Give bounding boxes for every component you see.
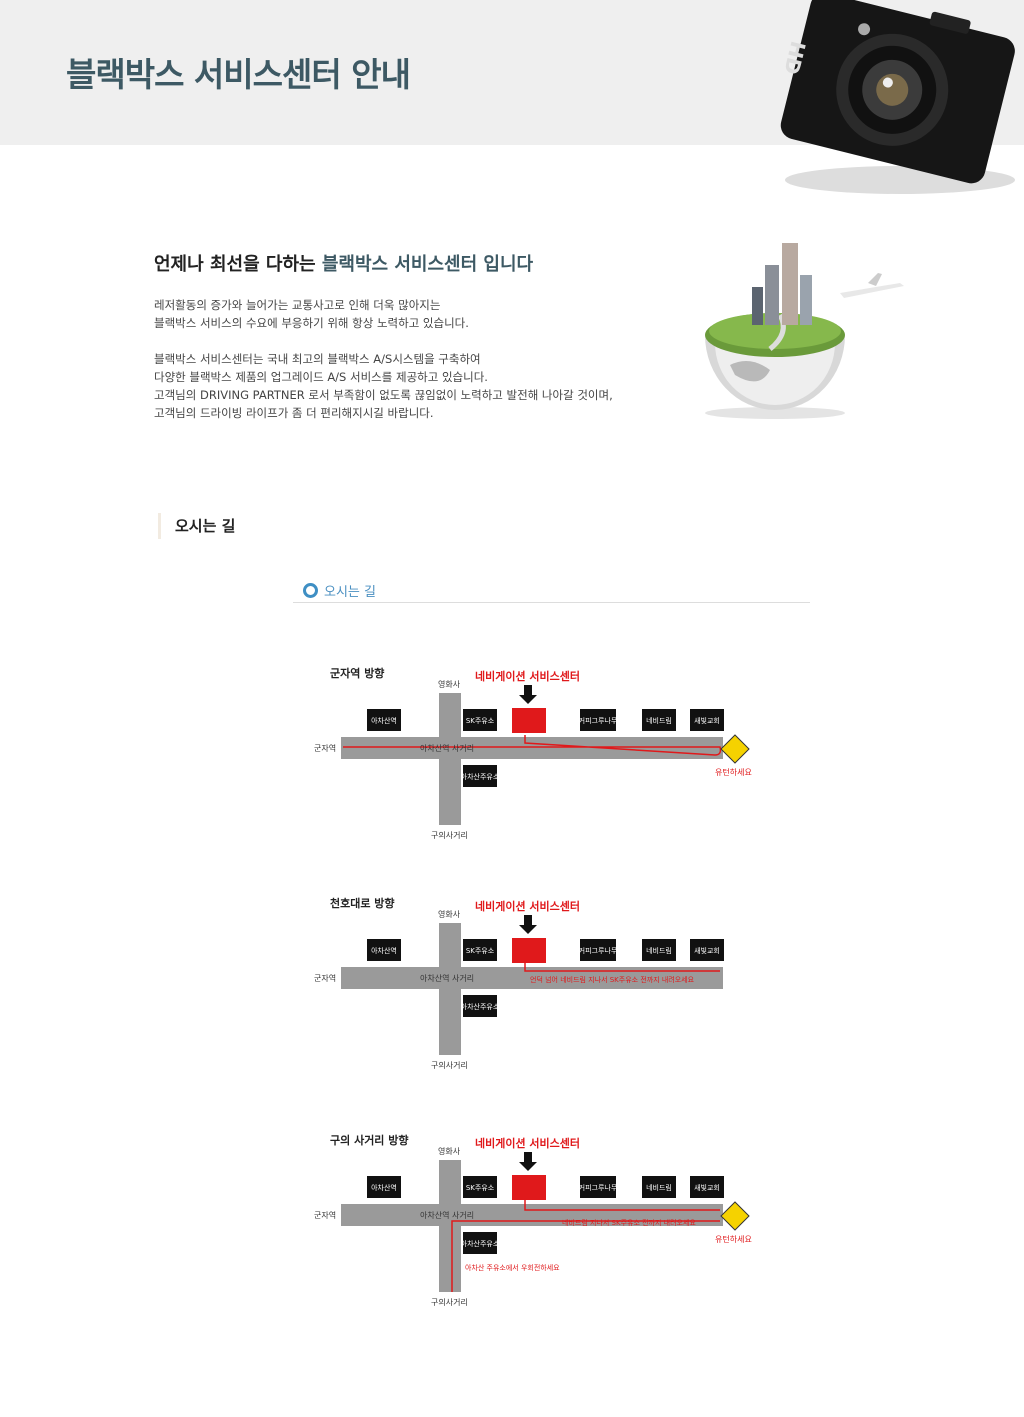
landmark-box: 아차산역 SK주유소 커피그루나무 네비드림 새빛교회 아차산주유소: [367, 1176, 724, 1254]
landmark-box: 아차산역 SK주유소 커피그루나무 네비드림 새빛교회 아차산주유소: [367, 939, 724, 1017]
route-note-2: 아차산 주유소에서 우회전하세요: [465, 1263, 560, 1272]
svg-text:네비드림: 네비드림: [646, 716, 672, 725]
service-center-marker: [512, 1175, 546, 1200]
map-title: 군자역 방향: [330, 666, 384, 680]
route-note: 네비드림 지나서 SK주유소 전까지 내려오세요: [562, 1218, 696, 1227]
intro-text: 레저활동의 증가와 늘어가는 교통사고로 인해 더욱 많아지는 블랙박스 서비스…: [154, 296, 674, 440]
intro-paragraph-2: 블랙박스 서비스센터는 국내 최고의 블랙박스 A/S시스템을 구축하여 다양한…: [154, 350, 674, 422]
intro-title: 언제나 최선을 다하는 블랙박스 서비스센터 입니다: [154, 250, 533, 276]
section-title: 오시는 길: [158, 513, 235, 539]
theater-label: 영화사: [438, 679, 461, 689]
intro-line: 고객님의 DRIVING PARTNER 로서 부족함이 없도록 끊임없이 노력…: [154, 388, 613, 402]
svg-text:SK주유소: SK주유소: [466, 947, 495, 955]
map-title: 구의 사거리 방향: [330, 1133, 409, 1147]
intersection-label: 아차산역 사거리: [420, 743, 474, 753]
intersection-label: 아차산역 사거리: [420, 973, 474, 983]
intro-line: 다양한 블랙박스 제품의 업그레이드 A/S 서비스를 제공하고 있습니다.: [154, 370, 488, 384]
page-title: 블랙박스 서비스센터 안내: [66, 55, 411, 94]
svg-text:SK주유소: SK주유소: [466, 1184, 495, 1192]
service-center-marker: [512, 708, 546, 733]
down-arrow-icon-head: [519, 925, 537, 934]
intro-line: 고객님의 드라이빙 라이프가 좀 더 편리해지시길 바랍니다.: [154, 406, 434, 420]
route-line: [451, 1200, 720, 1292]
uturn-sign-icon: [720, 1201, 750, 1231]
uturn-label: 유턴하세요: [715, 767, 752, 777]
theater-label: 영화사: [438, 909, 461, 919]
down-arrow-icon-head: [519, 1162, 537, 1171]
route-line: [343, 735, 722, 756]
service-center-label: 네비게이션 서비스센터: [475, 1136, 580, 1150]
directions-map-2: 천호대로 방향 영화사 네비게이션 서비스센터 아차산역 SK주유소 커피그루나…: [314, 896, 724, 1070]
station-label: 군자역: [314, 743, 336, 753]
intro-title-highlight: 블랙박스 서비스센터 입니다: [321, 254, 534, 275]
directions-subtitle-label: 오시는 길: [324, 585, 376, 600]
intro-line: 블랙박스 서비스의 수요에 부응하기 위해 항상 노력하고 있습니다.: [154, 316, 469, 330]
intro-title-prefix: 언제나 최선을 다하는: [154, 254, 316, 275]
svg-text:커피그루나무: 커피그루나무: [579, 716, 618, 725]
svg-text:아차산주유소: 아차산주유소: [461, 772, 500, 781]
service-center-label: 네비게이션 서비스센터: [475, 669, 580, 683]
bottom-label: 구의사거리: [431, 830, 468, 840]
intersection-label: 아차산역 사거리: [420, 1210, 474, 1220]
svg-text:커피그루나무: 커피그루나무: [579, 1183, 618, 1192]
svg-text:네비드림: 네비드림: [646, 946, 672, 955]
blackbox-camera-image: HD: [779, 0, 1015, 194]
svg-text:새빛교회: 새빛교회: [694, 1183, 720, 1192]
down-arrow-icon-head: [519, 695, 537, 704]
down-arrow-icon: [524, 1152, 532, 1162]
svg-text:아차산역: 아차산역: [371, 1183, 397, 1192]
svg-text:아차산역: 아차산역: [371, 716, 397, 725]
service-center-label: 네비게이션 서비스센터: [475, 899, 580, 913]
intro-line: 블랙박스 서비스센터는 국내 최고의 블랙박스 A/S시스템을 구축하여: [154, 352, 481, 366]
intro-line: 레저활동의 증가와 늘어가는 교통사고로 인해 더욱 많아지는: [154, 298, 441, 312]
road-horizontal: [341, 737, 723, 759]
bottom-label: 구의사거리: [431, 1060, 468, 1070]
circle-bullet-icon: [303, 583, 318, 598]
down-arrow-icon: [524, 685, 532, 695]
directions-map-1: 군자역 방향 영화사 네비게이션 서비스센터 아차산역 SK주유소 커피그루나무…: [314, 666, 752, 840]
station-label: 군자역: [314, 1210, 336, 1220]
map-title: 천호대로 방향: [330, 896, 395, 910]
uturn-sign-icon: [720, 734, 750, 764]
svg-text:새빛교회: 새빛교회: [694, 946, 720, 955]
intro-paragraph-1: 레저활동의 증가와 늘어가는 교통사고로 인해 더욱 많아지는 블랙박스 서비스…: [154, 296, 674, 332]
svg-text:아차산역: 아차산역: [371, 946, 397, 955]
svg-text:커피그루나무: 커피그루나무: [579, 946, 618, 955]
svg-text:아차산주유소: 아차산주유소: [461, 1002, 500, 1011]
service-center-marker: [512, 938, 546, 963]
svg-text:네비드림: 네비드림: [646, 1183, 672, 1192]
globe-city-illustration: [705, 243, 904, 419]
road-horizontal: [341, 967, 723, 989]
route-line: [524, 963, 720, 972]
directions-subtitle: 오시는 길: [293, 576, 810, 603]
svg-text:SK주유소: SK주유소: [466, 717, 495, 725]
station-label: 군자역: [314, 973, 336, 983]
theater-label: 영화사: [438, 1146, 461, 1156]
landmark-box: 아차산역 SK주유소 커피그루나무 네비드림 새빛교회 아차산주유소: [367, 709, 724, 787]
page-header: 블랙박스 서비스센터 안내 HD: [0, 0, 1024, 194]
route-note: 언덕 넘어 네비드림 지나서 SK주유소 전까지 내려오세요: [530, 975, 695, 984]
down-arrow-icon: [524, 915, 532, 925]
uturn-label: 유턴하세요: [715, 1234, 752, 1244]
bottom-label: 구의사거리: [431, 1297, 468, 1307]
svg-text:아차산주유소: 아차산주유소: [461, 1239, 500, 1248]
svg-text:새빛교회: 새빛교회: [694, 716, 720, 725]
directions-map-3: 구의 사거리 방향 영화사 네비게이션 서비스센터 아차산역 SK주유소 커피그…: [314, 1133, 752, 1307]
